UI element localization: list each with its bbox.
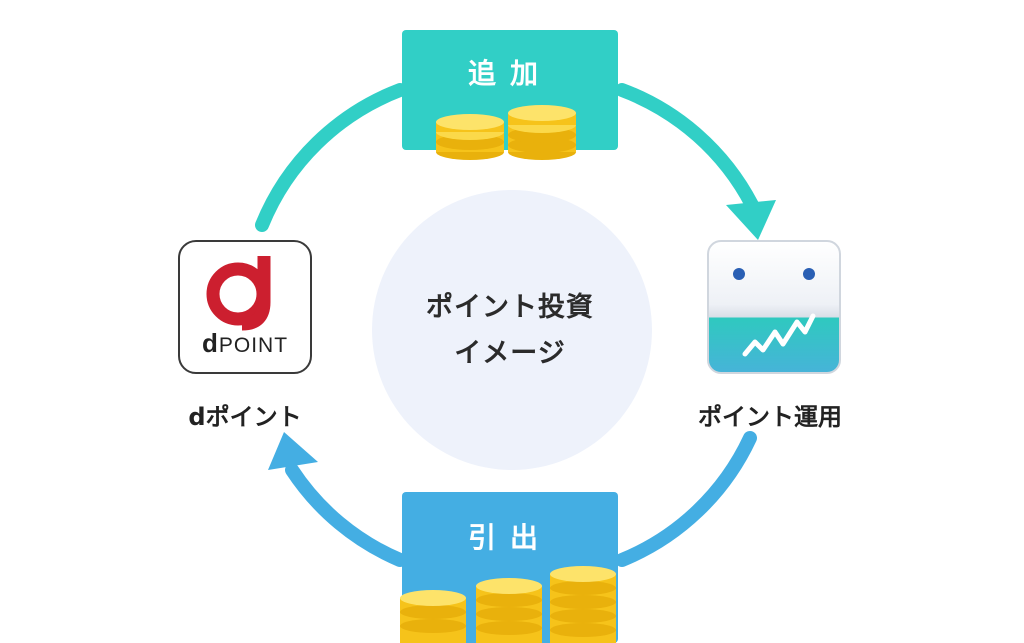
dpoint-brand-initial: d — [201, 328, 219, 358]
arrowhead-to-dpoint-icon — [268, 432, 318, 470]
arc-unyo-to-withdraw — [615, 431, 757, 567]
coin-stack-withdraw-3 — [550, 566, 616, 643]
coin-stack-add-right — [508, 105, 576, 160]
center-title-line1: ポイント投資 — [426, 292, 594, 323]
unyo-label: ポイント運用 — [698, 403, 842, 431]
stock-chart-app-icon — [707, 240, 841, 374]
center-title: ポイント投資 イメージ — [380, 285, 640, 377]
arc-withdraw-to-dpoint — [285, 463, 407, 567]
dpoint-brand-text: dPOINT — [180, 328, 310, 359]
arrowhead-to-unyo-icon — [726, 200, 776, 240]
add-label: 追加 — [467, 57, 552, 90]
stock-chart-line-icon — [733, 268, 816, 357]
coin-stack-add-left — [436, 114, 504, 160]
dpoint-logo-icon: dPOINT — [178, 240, 312, 374]
coin-stack-withdraw-2 — [476, 578, 542, 643]
dpoint-d-mark-icon — [206, 256, 271, 331]
arc-add-to-unyo — [615, 83, 759, 212]
withdraw-label: 引出 — [467, 521, 552, 554]
arc-dpoint-to-add — [255, 83, 407, 232]
dpoint-brand-word: POINT — [218, 334, 289, 357]
center-circle — [372, 190, 652, 470]
center-title-line2: イメージ — [454, 338, 566, 369]
dpoint-label: dポイント — [188, 403, 302, 431]
coin-stack-withdraw-1 — [400, 590, 466, 643]
